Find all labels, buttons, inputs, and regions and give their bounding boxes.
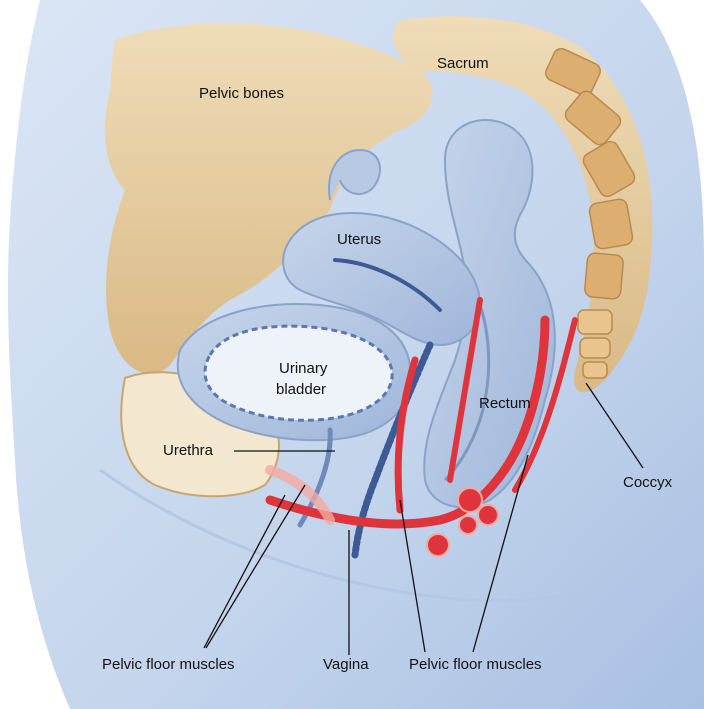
label-urinary-bladder-line1: Urinary — [279, 361, 327, 376]
label-sacrum: Sacrum — [437, 56, 489, 71]
label-urethra: Urethra — [163, 443, 213, 458]
label-uterus: Uterus — [337, 232, 381, 247]
label-pelvic-bones: Pelvic bones — [199, 86, 284, 101]
coccyx-vertebrae — [578, 310, 612, 378]
label-vagina: Vagina — [323, 657, 369, 672]
label-pelvic-floor-muscles-right: Pelvic floor muscles — [409, 657, 542, 672]
label-pelvic-floor-muscles-left: Pelvic floor muscles — [102, 657, 235, 672]
label-urinary-bladder-line2: bladder — [276, 382, 326, 397]
label-rectum: Rectum — [479, 396, 531, 411]
label-coccyx: Coccyx — [623, 475, 672, 490]
